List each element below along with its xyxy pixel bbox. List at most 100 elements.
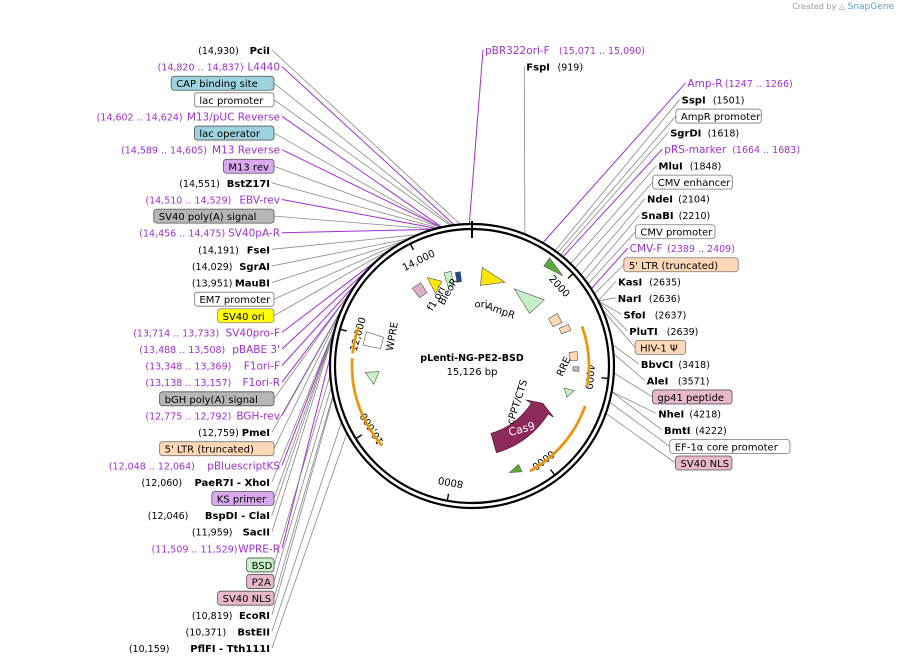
map-label-pbluescriptks[interactable]: pBluescriptKS(12,048 .. 12,064) bbox=[109, 460, 280, 472]
map-label-pmei[interactable]: PmeI(12,759) bbox=[198, 428, 270, 439]
leader-line bbox=[271, 49, 461, 225]
map-label-cap-binding-site[interactable]: CAP binding site bbox=[170, 75, 275, 91]
bsd-arrow[interactable] bbox=[364, 371, 380, 385]
enzyme-name: SfoI bbox=[624, 310, 646, 321]
map-label-snabi[interactable]: SnaBI(2210) bbox=[641, 211, 710, 222]
enzyme-position: (2635) bbox=[649, 277, 681, 288]
map-label-paer7i-xhoi[interactable]: PaeR7I - XhoI(12,060) bbox=[141, 478, 270, 489]
map-label-5-ltr-truncated[interactable]: 5' LTR (truncated) bbox=[159, 441, 275, 457]
map-label-sacii[interactable]: SacII(11,959) bbox=[192, 528, 270, 539]
map-label-ks-primer[interactable]: KS primer bbox=[211, 491, 275, 506]
map-label-lac-promoter[interactable]: lac promoter bbox=[193, 92, 275, 108]
map-label-bgh-rev[interactable]: BGH-rev(12,775 .. 12,792) bbox=[145, 410, 280, 422]
map-label-ampr-promoter[interactable]: AmpR promoter bbox=[675, 108, 762, 124]
map-label-m13-puc-reverse[interactable]: M13/pUC Reverse(14,602 .. 14,624) bbox=[97, 111, 280, 123]
map-label-hiv-1[interactable]: HIV-1 Ψ bbox=[634, 339, 687, 355]
tick-mark bbox=[409, 243, 415, 251]
rre-block[interactable] bbox=[568, 351, 579, 361]
map-label-m13-reverse[interactable]: M13 Reverse(14,589 .. 14,605) bbox=[121, 145, 280, 157]
feature-box-text: M13 rev bbox=[228, 162, 269, 173]
pbr-ori-block[interactable] bbox=[454, 271, 462, 283]
map-label-5-ltr-truncated[interactable]: 5' LTR (truncated) bbox=[623, 257, 739, 273]
map-label-p2a[interactable]: P2A bbox=[246, 574, 275, 589]
map-label-pcii[interactable]: PciI(14,930) bbox=[198, 46, 270, 57]
map-label-sv40-nls[interactable]: SV40 NLS bbox=[675, 455, 733, 471]
map-label-cmv-f[interactable]: CMV-F(2389 .. 2409) bbox=[630, 243, 735, 255]
primer-name: L4440 bbox=[247, 62, 280, 74]
map-label-pluti[interactable]: PluTI(2639) bbox=[629, 327, 698, 338]
map-label-sv40-nls[interactable]: SV40 NLS bbox=[217, 590, 275, 606]
map-label-bspdi-clai[interactable]: BspDI - ClaI(12,046) bbox=[148, 511, 270, 522]
psi-block[interactable] bbox=[558, 323, 572, 335]
map-label-bsteii[interactable]: BstEII(10,371) bbox=[186, 627, 270, 638]
map-label-fspi[interactable]: FspI(919) bbox=[526, 63, 583, 74]
ori-arrow[interactable] bbox=[480, 267, 506, 286]
map-label-cmv-promoter[interactable]: CMV promoter bbox=[634, 224, 716, 240]
map-label-lac-operator[interactable]: lac operator bbox=[193, 125, 275, 141]
map-label-sspi[interactable]: SspI(1501) bbox=[682, 96, 745, 107]
map-label-kasi[interactable]: KasI(2635) bbox=[618, 277, 681, 288]
f1-ori-arrow[interactable] bbox=[426, 277, 443, 295]
map-label-pflfi-tth111i[interactable]: PflFI - Tth111I(10,159) bbox=[129, 644, 270, 655]
primer-name: pBluescriptKS bbox=[207, 460, 280, 472]
map-label-f1ori-r[interactable]: F1ori-R(13,138 .. 13,157) bbox=[145, 377, 280, 389]
enzyme-position: (10,819) bbox=[192, 611, 233, 622]
rev-block[interactable] bbox=[572, 366, 580, 372]
green-small-arrow[interactable] bbox=[508, 464, 523, 473]
feature-box bbox=[170, 75, 275, 91]
map-label-bstz17i[interactable]: BstZ17I(14,551) bbox=[179, 179, 270, 190]
feature-arrows[interactable] bbox=[350, 257, 591, 473]
map-label-alei[interactable]: AleI(3571) bbox=[647, 376, 710, 387]
enzyme-name: SnaBI bbox=[641, 211, 673, 222]
cas9-feature[interactable] bbox=[490, 399, 554, 454]
map-label-f1ori-f[interactable]: F1ori-F(13,348 .. 13,369) bbox=[145, 361, 280, 373]
map-label-em7-promoter[interactable]: EM7 promoter bbox=[193, 291, 275, 307]
feature-box bbox=[222, 158, 275, 174]
enzyme-position: (11,959) bbox=[192, 528, 233, 539]
map-label-sv40pa-r[interactable]: SV40pA-R(14,456 .. 14,475) bbox=[139, 228, 280, 240]
map-label-nhei[interactable]: NheI(4218) bbox=[658, 409, 721, 420]
map-label-sgrdi[interactable]: SgrDI(1618) bbox=[670, 129, 739, 140]
map-label-wpre-r[interactable]: WPRE-R(11,509 .. 11,529) bbox=[151, 543, 280, 555]
map-label-fsei[interactable]: FseI(14,191) bbox=[198, 245, 270, 256]
map-label-ecori[interactable]: EcoRI (10,819) bbox=[192, 611, 270, 622]
map-label-nari[interactable]: NarI(2636) bbox=[618, 294, 681, 305]
map-label-bbvci[interactable]: BbvCI(3418) bbox=[641, 360, 710, 371]
map-label-cmv-enhancer[interactable]: CMV enhancer bbox=[652, 174, 733, 190]
amp-primer-arrow[interactable] bbox=[543, 257, 564, 277]
wpre-block[interactable] bbox=[362, 331, 384, 349]
ef1a-arrow[interactable] bbox=[563, 387, 575, 398]
map-label-sfoi[interactable]: SfoI(2637) bbox=[624, 310, 687, 321]
map-label-bgh-poly-a-signal[interactable]: bGH poly(A) signal bbox=[159, 391, 275, 407]
map-label-bmti[interactable]: BmtI(4222) bbox=[664, 426, 727, 437]
map-label-l4440[interactable]: L4440(14,820 .. 14,837) bbox=[158, 62, 280, 74]
map-label-gp41-peptide[interactable]: gp41 peptide bbox=[652, 389, 733, 405]
primer-name: pBR322ori-F bbox=[485, 45, 550, 57]
ltr-block[interactable] bbox=[548, 313, 563, 328]
lenti-arc-edge bbox=[581, 326, 590, 387]
map-label-prs-marker[interactable]: pRS-marker(1664 .. 1683) bbox=[664, 144, 800, 156]
map-label-sv40-poly-a-signal[interactable]: SV40 poly(A) signal bbox=[153, 208, 275, 224]
map-label-amp-r[interactable]: Amp-R(1247 .. 1266) bbox=[687, 78, 792, 90]
map-label-m13-rev[interactable]: M13 rev bbox=[222, 158, 275, 174]
map-label-pbabe-3[interactable]: pBABE 3'(13,488 .. 13,508) bbox=[139, 344, 280, 356]
map-label-bsd[interactable]: BSD bbox=[246, 557, 275, 573]
map-label-sv40pro-f[interactable]: SV40pro-F(13,714 .. 13,733) bbox=[133, 327, 280, 339]
map-label-maubi[interactable]: MauBI(13,951) bbox=[192, 279, 270, 290]
primer-name: BGH-rev bbox=[236, 410, 280, 422]
map-label-mlui[interactable]: MluI(1848) bbox=[659, 162, 722, 173]
feature-box bbox=[669, 439, 791, 454]
map-label-ef-1-core-promoter[interactable]: EF-1α core promoter bbox=[669, 439, 791, 454]
map-label-sv40-ori[interactable]: SV40 ori bbox=[217, 308, 275, 324]
feature-box bbox=[153, 208, 275, 224]
map-label-pbr322ori-f[interactable]: pBR322ori-F(15,071 .. 15,090) bbox=[485, 45, 645, 57]
sv40-block[interactable] bbox=[411, 282, 428, 299]
ampr-arrow[interactable] bbox=[513, 288, 545, 314]
enzyme-name: EcoRI bbox=[239, 611, 270, 622]
map-label-ebv-rev[interactable]: EBV-rev(14,510 .. 14,529) bbox=[145, 195, 280, 207]
bleor-block[interactable] bbox=[443, 270, 455, 287]
map-label-ndei[interactable]: NdeI(2104) bbox=[647, 195, 710, 206]
map-label-sgrai[interactable]: SgrAI(14,029) bbox=[192, 262, 270, 273]
feature-box bbox=[217, 308, 275, 324]
